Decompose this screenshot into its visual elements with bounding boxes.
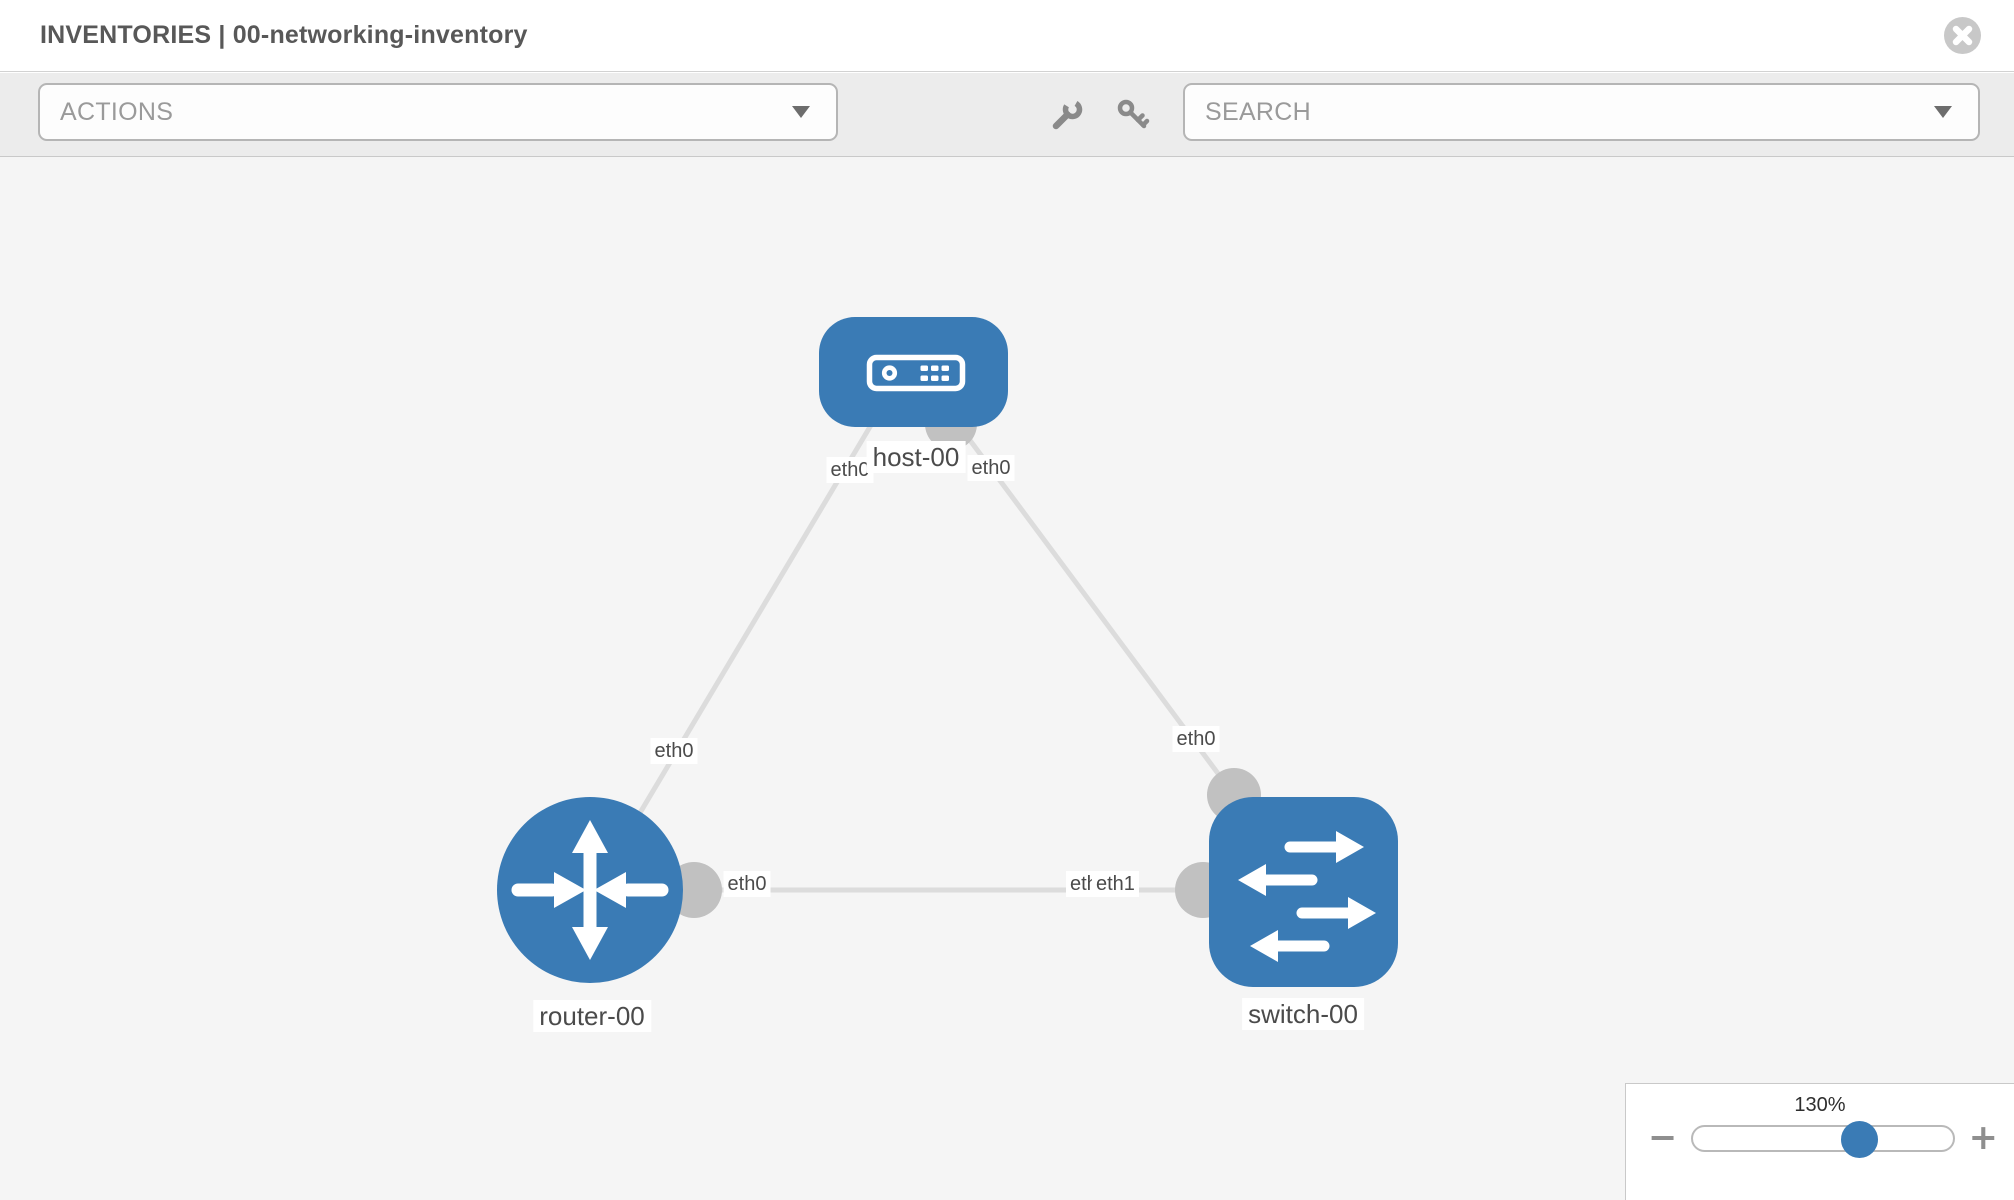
link-host-router[interactable] <box>597 408 883 882</box>
interface-label: eth0 <box>650 738 698 764</box>
search-dropdown-label: SEARCH <box>1205 97 1311 126</box>
close-button[interactable] <box>1944 17 1981 54</box>
wrench-icon[interactable] <box>1049 97 1085 133</box>
host-icon <box>866 354 966 392</box>
zoom-slider[interactable] <box>1691 1120 1955 1158</box>
zoom-out-button[interactable]: − <box>1648 1118 1678 1158</box>
page-title: INVENTORIES | 00-networking-inventory <box>40 21 528 49</box>
zoom-in-button[interactable]: + <box>1968 1118 1998 1158</box>
node-label-router: router-00 <box>533 1000 651 1032</box>
switch-icon <box>1238 831 1376 962</box>
zoom-value: 130% <box>1794 1094 1846 1116</box>
node-label-host: host-00 <box>866 441 966 473</box>
zoom-panel: 130% − + <box>1625 1083 2014 1200</box>
caret-down-icon <box>792 106 810 118</box>
interface-label: eth1 <box>1092 871 1139 897</box>
actions-dropdown[interactable]: ACTIONS <box>38 83 838 141</box>
switch-node[interactable] <box>1209 797 1398 987</box>
search-dropdown[interactable]: SEARCH <box>1183 83 1980 141</box>
zoom-slider-thumb[interactable] <box>1841 1120 1879 1158</box>
topology-canvas[interactable]: eth0 host-00 eth0 eth0 eth0 eth0 eth0 et… <box>0 157 2014 1200</box>
router-icon <box>511 820 669 960</box>
interface-label: eth0 <box>826 457 874 483</box>
header: INVENTORIES | 00-networking-inventory <box>0 0 2014 72</box>
router-node[interactable] <box>497 797 683 983</box>
interface-label: eth0 <box>723 871 771 897</box>
toolbar: ACTIONS SEARCH <box>0 73 2014 157</box>
close-icon <box>1944 17 1981 54</box>
node-label-switch: switch-00 <box>1242 998 1364 1030</box>
host-node[interactable] <box>819 317 1008 427</box>
key-icon[interactable] <box>1115 97 1151 133</box>
interface-label: eth0 <box>967 455 1015 481</box>
caret-down-icon <box>1934 106 1952 118</box>
actions-dropdown-label: ACTIONS <box>60 97 174 126</box>
interface-label: eth0 <box>1172 726 1220 752</box>
